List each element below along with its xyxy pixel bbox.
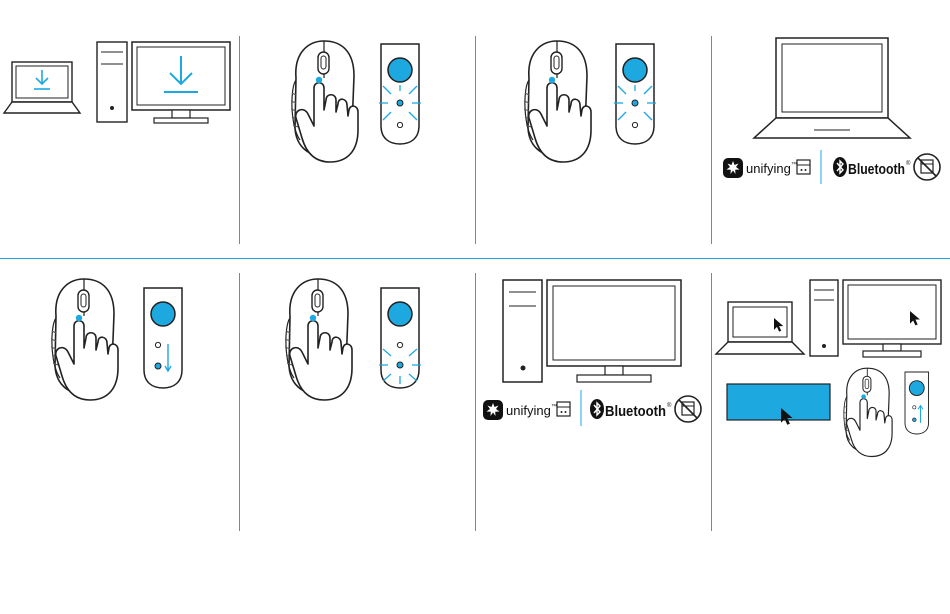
step-1-panel (0, 36, 238, 136)
divider-horizontal (0, 258, 950, 259)
step-1-illustration (0, 36, 238, 136)
step-5-panel (48, 276, 198, 406)
divider-v1 (239, 36, 240, 244)
no-receiver-icon (675, 396, 701, 422)
svg-text:®: ® (906, 160, 911, 167)
laptop-icon (4, 62, 80, 113)
step-3-panel (517, 38, 667, 168)
desktop-icon (503, 280, 542, 382)
bluetooth-label: Bluetooth (605, 403, 666, 420)
svg-text:™: ™ (791, 161, 797, 168)
monitor-icon (547, 280, 681, 382)
divider-v4 (239, 273, 240, 531)
divider-v6 (711, 273, 712, 531)
step-6-illustration (282, 276, 432, 406)
mouse-icon (291, 41, 358, 162)
laptop-icon (754, 38, 910, 138)
bluetooth-label: Bluetooth (848, 161, 905, 178)
step-7-illustration: unifying ™ Bluetooth ® (480, 278, 708, 428)
receiver-icon (557, 402, 570, 416)
mouse-icon (285, 279, 352, 400)
step-2-illustration (284, 38, 434, 168)
step-6-panel (282, 276, 432, 406)
unifying-icon (483, 400, 503, 420)
monitor-icon (843, 280, 941, 357)
step-3-illustration (517, 38, 667, 168)
desktop-icon (810, 280, 838, 356)
step-4-panel: unifying ™ Bluetooth ® (720, 36, 946, 186)
unifying-icon (723, 158, 743, 178)
receiver-icon (797, 160, 810, 174)
easy-switch-icon (379, 288, 421, 388)
mouse-icon (524, 41, 591, 162)
step-2-panel (284, 38, 434, 168)
divider-v5 (475, 273, 476, 531)
easy-switch-icon (379, 44, 421, 144)
divider-v3 (711, 36, 712, 244)
desktop-icon (97, 42, 127, 122)
bluetooth-icon (833, 157, 847, 177)
mouse-icon (843, 368, 892, 456)
step-8-illustration (714, 278, 946, 453)
easy-switch-icon (614, 44, 656, 144)
step-4-illustration: unifying ™ Bluetooth ® (720, 36, 946, 186)
easy-switch-icon (905, 372, 929, 434)
monitor-icon (132, 42, 230, 123)
svg-text:™: ™ (551, 403, 557, 410)
svg-text:®: ® (667, 402, 672, 409)
step-7-panel: unifying ™ Bluetooth ® (480, 278, 708, 428)
bluetooth-icon (590, 399, 604, 419)
no-receiver-icon (914, 154, 940, 180)
divider-v2 (475, 36, 476, 244)
unifying-label: unifying (506, 403, 551, 418)
step-5-illustration (48, 276, 198, 406)
easy-switch-icon (144, 288, 182, 388)
flow-transfer-box (727, 384, 830, 425)
laptop-icon (716, 302, 804, 354)
step-8-panel (714, 278, 946, 453)
mouse-icon (51, 279, 118, 400)
unifying-label: unifying (746, 161, 791, 176)
